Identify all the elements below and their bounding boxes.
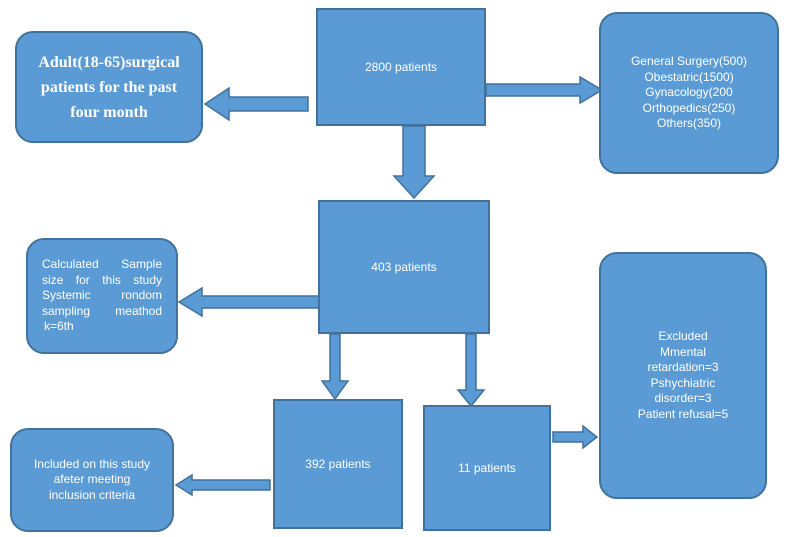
department-others: Others(350)	[656, 116, 722, 131]
arrow-to-adult-surgical	[203, 86, 309, 122]
total-patients-box: 2800 patients	[316, 8, 486, 126]
excluded-reason-line: Pshychiatric	[650, 375, 716, 390]
sample-size-line: Systemic rondom	[42, 288, 162, 303]
included-description-line: inclusion criteria	[48, 487, 136, 502]
included-patients-label: 392 patients	[305, 457, 371, 471]
included-description-text: Included on this study afeter meeting in…	[34, 457, 150, 504]
included-description-line: afeter meeting	[53, 472, 131, 487]
arrow-to-403	[392, 125, 436, 200]
excluded-reasons-text: Excluded Mmental retardation=3 Pshychiat…	[638, 329, 728, 422]
excluded-reason-line: retardation=3	[647, 360, 719, 374]
excluded-patients-box: 11 patients	[423, 405, 551, 531]
departments-box: General Surgery(500) Obestatric(1500) Gy…	[599, 12, 779, 174]
department-general-surgery: General Surgery(500)	[630, 54, 748, 69]
included-description-line: Included on this study	[33, 456, 151, 471]
department-orthopedics: Orthopedics(250)	[642, 100, 736, 115]
arrow-to-departments	[485, 75, 604, 105]
excluded-reason-line: Patient refusal=5	[637, 406, 729, 421]
adult-surgical-label: Adult(18-65)surgical patients for the pa…	[38, 53, 180, 121]
arrow-to-excluded	[552, 424, 599, 450]
excluded-reasons-box: Excluded Mmental retardation=3 Pshychiat…	[599, 252, 767, 499]
total-patients-label: 2800 patients	[364, 60, 438, 74]
excluded-reason-line: disorder=3	[654, 391, 712, 405]
arrow-to-sample-size	[177, 286, 321, 318]
excluded-reason-line: Mmental	[659, 344, 706, 359]
excluded-patients-label: 11 patients	[458, 461, 516, 475]
sample-size-box: Calculated Sample size for this study Sy…	[26, 238, 178, 354]
arrow-to-11	[456, 333, 486, 408]
sample-size-line: k=6th	[44, 319, 74, 334]
department-gynecology: Gynacology(200	[645, 85, 733, 100]
excluded-reason-line: Excluded	[658, 329, 708, 343]
sample-patients-box: 403 patients	[318, 200, 490, 334]
sample-size-text: Calculated Sample size for this study Sy…	[42, 257, 162, 335]
departments-list: General Surgery(500) Obestatric(1500) Gy…	[631, 54, 747, 132]
arrow-to-392	[320, 333, 350, 401]
department-obstetric: Obestatric(1500)	[644, 69, 734, 84]
arrow-to-included	[174, 473, 271, 497]
sample-patients-label: 403 patients	[371, 260, 437, 274]
sample-size-line: size for this study	[42, 272, 162, 287]
sample-size-line: sampling meathod	[42, 303, 162, 318]
included-patients-box: 392 patients	[273, 399, 403, 529]
sample-size-line: Calculated Sample	[42, 257, 162, 272]
included-description-box: Included on this study afeter meeting in…	[10, 428, 174, 532]
adult-surgical-box: Adult(18-65)surgical patients for the pa…	[15, 31, 203, 143]
